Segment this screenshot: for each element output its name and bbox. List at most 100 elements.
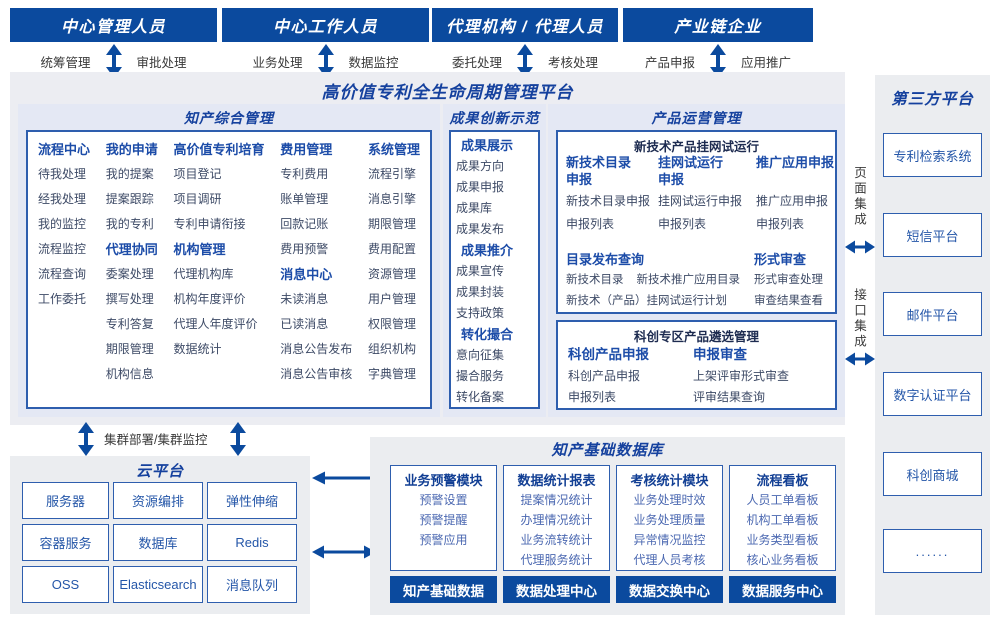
role-group-title: 产业链企业: [623, 8, 813, 42]
module-item: 人员工单看板: [746, 493, 819, 507]
cloud-service-box: 数据库: [113, 524, 203, 561]
role-capability-right: 审批处理: [136, 56, 187, 70]
horizontal-double-arrow-icon: [312, 545, 376, 559]
module-item: 预警设置: [419, 493, 468, 507]
cloud-service-box: 容器服务: [22, 524, 109, 561]
menu-item: 专利答复: [105, 317, 154, 331]
menu-group-title: 目录发布查询: [566, 252, 645, 267]
menu-block: 成果展示 成果方向成果申报成果库成果发布: [451, 135, 538, 240]
role-capability-right: 数据监控: [348, 56, 399, 70]
cloud-platform-title: 云平台: [135, 463, 184, 480]
menu-column: 科创产品申报 科创产品申报申报列表: [568, 344, 693, 408]
role-capability-left: 业务处理: [252, 56, 303, 70]
cloud-service-box: 弹性伸缩: [207, 482, 297, 519]
role-capability-left: 产品申报: [644, 56, 695, 70]
menu-item: 成果宣传: [456, 264, 505, 278]
menu-item: 成果库: [456, 201, 493, 215]
menu-block: 消息中心 未读消息已读消息消息公告发布消息公告审核: [280, 262, 352, 387]
module-item: 提案情况统计: [520, 493, 593, 507]
menu-item: 审查结果查看: [754, 295, 823, 307]
menu-item: 组织机构: [367, 342, 416, 356]
menu-item: 提案跟踪: [105, 192, 154, 206]
menu-item: 新技术目录: [566, 274, 624, 286]
menu-item: 项目调研: [173, 192, 222, 206]
menu-blocks: 流程中心 待我处理经我处理我的监控流程监控流程查询工作委托: [38, 137, 90, 312]
role-group-title: 代理机构 / 代理人员: [432, 8, 618, 42]
trial-run-box: 新技术产品挂网试运行 新技术目录申报 新技术目录申报申报列表 挂网试运行申报 挂…: [556, 130, 837, 314]
menu-item: 消息公告发布: [280, 342, 353, 356]
menu-column: 我的申请 我的提案提案跟踪我的专利 代理协同 委案处理撰写处理专利答复期限管理机…: [106, 137, 158, 387]
role-capabilities: 统筹管理 审批处理: [10, 52, 217, 71]
menu-item: 挂网试运行申报: [658, 194, 743, 208]
menu-item: 上架评审形式审查: [693, 369, 790, 383]
cloud-service-box: 消息队列: [207, 566, 297, 603]
role-group: 代理机构 / 代理人员 委托处理 考核处理: [432, 8, 618, 82]
menu-item: 代理人年度评价: [173, 317, 258, 331]
menu-block: 流程中心 待我处理经我处理我的监控流程监控流程查询工作委托: [38, 137, 90, 312]
module-item: 业务类型看板: [746, 533, 819, 547]
menu-item: 我的监控: [38, 217, 87, 231]
menu-item: 成果方向: [456, 159, 505, 173]
cloud-service-box: OSS: [22, 566, 109, 603]
role-group-title: 中心管理人员: [10, 8, 217, 42]
menu-blocks: 我的申请 我的提案提案跟踪我的专利 代理协同 委案处理撰写处理专利答复期限管理机…: [106, 137, 158, 387]
menu-items: 委案处理撰写处理专利答复期限管理机构信息: [106, 262, 158, 387]
catalog-query-block: 目录发布查询 新技术目录新技术推广应用目录 新技术（产品）挂网试运行计划: [566, 250, 754, 312]
role-group: 产业链企业 产品申报 应用推广: [623, 8, 813, 82]
module-item: 办理情况统计: [520, 513, 593, 527]
menu-block: 转化撮合 意向征集撮合服务转化备案: [451, 324, 538, 408]
menu-item: 期限管理: [105, 342, 154, 356]
vertical-double-arrow-icon: [78, 422, 94, 456]
menu-block: 机构管理 代理机构库机构年度评价代理人年度评价数据统计: [173, 237, 264, 362]
menu-block: 高价值专利培育 项目登记项目调研专利申请衔接: [173, 137, 264, 237]
api-integration-label: 接口集成: [852, 288, 866, 350]
third-party-box: ......: [883, 529, 982, 573]
menu-group-title: 推广应用申报: [756, 155, 835, 170]
ip-management-box: 流程中心 待我处理经我处理我的监控流程监控流程查询工作委托 我的申请: [26, 130, 432, 409]
menu-items: 我的提案提案跟踪我的专利: [106, 162, 158, 237]
menu-items: 形式审查处理审查结果查看: [754, 270, 836, 312]
menu-item: 经我处理: [38, 192, 87, 206]
role-capability-right: 应用推广: [741, 56, 792, 70]
menu-item: 撮合服务: [456, 369, 505, 383]
module-item: 核心业务看板: [746, 553, 819, 567]
menu-items: 意向征集撮合服务转化备案: [451, 345, 538, 408]
menu-item: 意向征集: [456, 348, 505, 362]
menu-item: 代理机构库: [173, 267, 234, 281]
menu-item: 新技术推广应用目录: [636, 274, 741, 286]
menu-item: 申报列表: [658, 217, 707, 231]
menu-column: 流程中心 待我处理经我处理我的监控流程监控流程查询工作委托: [38, 137, 90, 387]
menu-item: 机构年度评价: [173, 292, 246, 306]
menu-group-title: 费用管理: [280, 142, 333, 157]
module-item: 代理服务统计: [520, 553, 593, 567]
left-arrow-icon: [312, 471, 386, 485]
module-items: 提案情况统计办理情况统计业务流转统计代理服务统计: [504, 490, 609, 570]
menu-column: 高价值专利培育 项目登记项目调研专利申请衔接 机构管理 代理机构库机构年度评价代…: [173, 137, 264, 387]
menu-item: 申报列表: [568, 390, 617, 404]
trial-columns: 新技术目录申报 新技术目录申报申报列表 挂网试运行申报 挂网试运行申报申报列表 …: [566, 154, 836, 236]
menu-item: 专利申请衔接: [173, 217, 246, 231]
menu-item: 新技术目录申报: [566, 194, 651, 208]
menu-column: 新技术目录申报 新技术目录申报申报列表: [566, 154, 658, 236]
menu-item: 账单管理: [280, 192, 329, 206]
menu-items: 代理机构库机构年度评价代理人年度评价数据统计: [173, 262, 264, 362]
menu-item: 机构信息: [105, 367, 154, 381]
menu-items: 上架评审形式审查评审结果查询: [693, 366, 828, 408]
menu-item: 委案处理: [105, 267, 154, 281]
menu-group-title: 转化撮合: [461, 327, 514, 342]
section-ip-management: 知产综合管理 流程中心 待我处理经我处理我的监控流程监控流程查询工作委托: [18, 104, 440, 417]
third-party-box: 专利检索系统: [883, 133, 982, 177]
menu-item: 评审结果查询: [693, 390, 766, 404]
menu-item: 资源管理: [367, 267, 416, 281]
menu-group-title: 成果展示: [461, 138, 514, 153]
achievement-box: 成果展示 成果方向成果申报成果库成果发布 成果推介 成果宣传成果封装支持政策 转…: [449, 130, 540, 409]
menu-item: 消息公告审核: [280, 367, 353, 381]
menu-item: 新技术（产品）挂网试运行计划: [566, 295, 727, 307]
menu-item: 流程查询: [38, 267, 87, 281]
role-capability-left: 委托处理: [451, 56, 502, 70]
vertical-double-arrow-icon: [230, 422, 246, 456]
role-capabilities: 委托处理 考核处理: [432, 52, 618, 71]
third-party-box: 科创商城: [883, 452, 982, 496]
data-center-box: 数据处理中心: [503, 576, 610, 603]
ip-database-title: 知产基础数据库: [551, 442, 664, 459]
